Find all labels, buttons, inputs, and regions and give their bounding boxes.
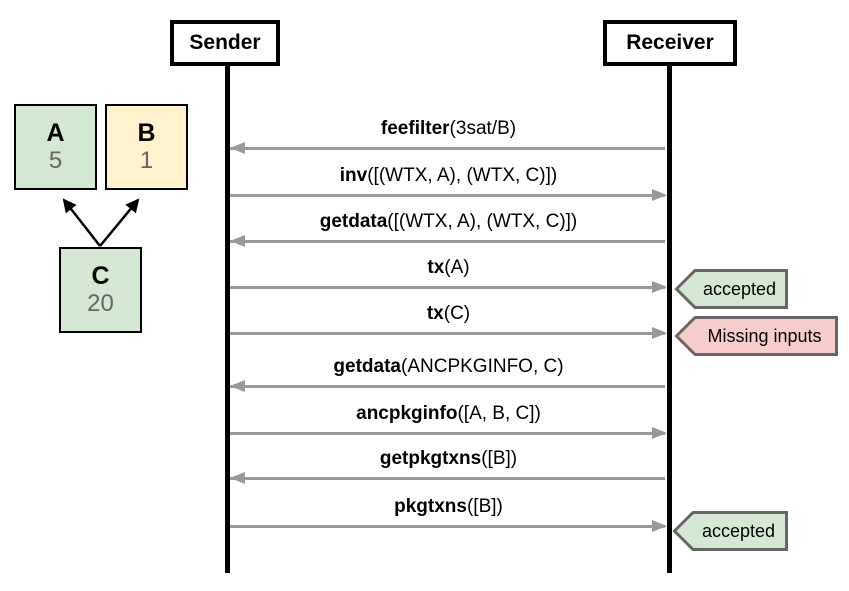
message-fn: getdata: [319, 211, 388, 232]
message-label: getdata(ANCPKGINFO, C): [230, 356, 667, 378]
tx-node-value: 5: [48, 146, 63, 174]
tx-node-label: A: [46, 119, 65, 148]
message-label: ancpkginfo([A, B, C]): [230, 403, 667, 425]
arrow-right-icon: [230, 327, 667, 339]
tx-node-label: B: [137, 119, 156, 148]
arrow-left-icon: [230, 380, 667, 392]
message-label: feefilter(3sat/B): [230, 118, 667, 140]
message-label: pkgtxns([B]): [230, 496, 667, 518]
arrow-right-icon: [230, 189, 667, 201]
badge-label: accepted: [702, 278, 777, 299]
message-label: tx(A): [230, 257, 667, 279]
message-getdata-wtx: getdata([(WTX, A), (WTX, C)]): [230, 211, 667, 247]
actor-receiver: Receiver: [603, 20, 737, 66]
message-args: ([(WTX, A), (WTX, C)]): [387, 211, 578, 232]
message-args: ([(WTX, A), (WTX, C)]): [367, 165, 558, 186]
arrow-right-icon: [230, 427, 667, 439]
message-args: ([A, B, C]): [457, 403, 541, 424]
tx-node-value: 20: [87, 289, 114, 317]
message-args: (ANCPKGINFO, C): [401, 356, 564, 377]
status-badge-missing-inputs: Missing inputs: [674, 316, 838, 356]
status-badge-accepted: accepted: [672, 511, 788, 551]
sender-lifeline: [225, 66, 230, 573]
tx-node-value: 1: [139, 146, 154, 174]
message-label: inv([(WTX, A), (WTX, C)]): [230, 165, 667, 187]
arrow-left-icon: [230, 235, 667, 247]
tx-node-a: A 5: [14, 104, 97, 190]
message-ancpkginfo: ancpkginfo([A, B, C]): [230, 403, 667, 439]
tx-node-label: C: [91, 262, 110, 291]
badge-label: accepted: [701, 520, 776, 541]
message-args: ([B]): [466, 496, 503, 517]
badge-tag-shape: [674, 316, 838, 356]
badge-tag-shape: [672, 511, 788, 551]
message-fn: tx: [427, 257, 445, 278]
message-getpkgtxns: getpkgtxns([B]): [230, 448, 667, 484]
message-fn: pkgtxns: [394, 496, 467, 517]
message-label: tx(C): [230, 303, 667, 325]
message-tx-c: tx(C): [230, 303, 667, 339]
arrow-left-icon: [230, 142, 667, 154]
message-label: getdata([(WTX, A), (WTX, C)]): [230, 211, 667, 233]
message-inv: inv([(WTX, A), (WTX, C)]): [230, 165, 667, 201]
message-feefilter: feefilter(3sat/B): [230, 118, 667, 154]
edge-c-to-a: [62, 198, 101, 247]
dag-edge-arrows: [62, 198, 140, 247]
message-fn: feefilter: [380, 118, 450, 139]
badge-label: Missing inputs: [707, 325, 822, 346]
arrow-right-icon: [230, 281, 667, 293]
message-args: ([B]): [481, 448, 518, 469]
message-fn: inv: [339, 165, 368, 186]
message-fn: getpkgtxns: [379, 448, 482, 469]
badge-tag-shape: [674, 269, 788, 309]
status-badge-accepted: accepted: [674, 269, 788, 309]
arrow-right-icon: [230, 520, 667, 532]
message-args: (A): [444, 257, 470, 278]
message-args: (C): [443, 303, 471, 324]
message-pkgtxns: pkgtxns([B]): [230, 496, 667, 532]
message-fn: ancpkginfo: [356, 403, 458, 424]
message-tx-a: tx(A): [230, 257, 667, 293]
actor-sender: Sender: [170, 20, 280, 66]
receiver-lifeline: [667, 66, 672, 573]
tx-node-b: B 1: [105, 104, 188, 190]
message-args: (3sat/B): [449, 118, 517, 139]
message-fn: getdata: [333, 356, 401, 377]
edge-c-to-b: [99, 198, 140, 247]
message-fn: tx: [426, 303, 444, 324]
message-getdata-ancpkginfo: getdata(ANCPKGINFO, C): [230, 356, 667, 392]
tx-node-c: C 20: [59, 247, 142, 333]
message-label: getpkgtxns([B]): [230, 448, 667, 470]
arrow-left-icon: [230, 472, 667, 484]
